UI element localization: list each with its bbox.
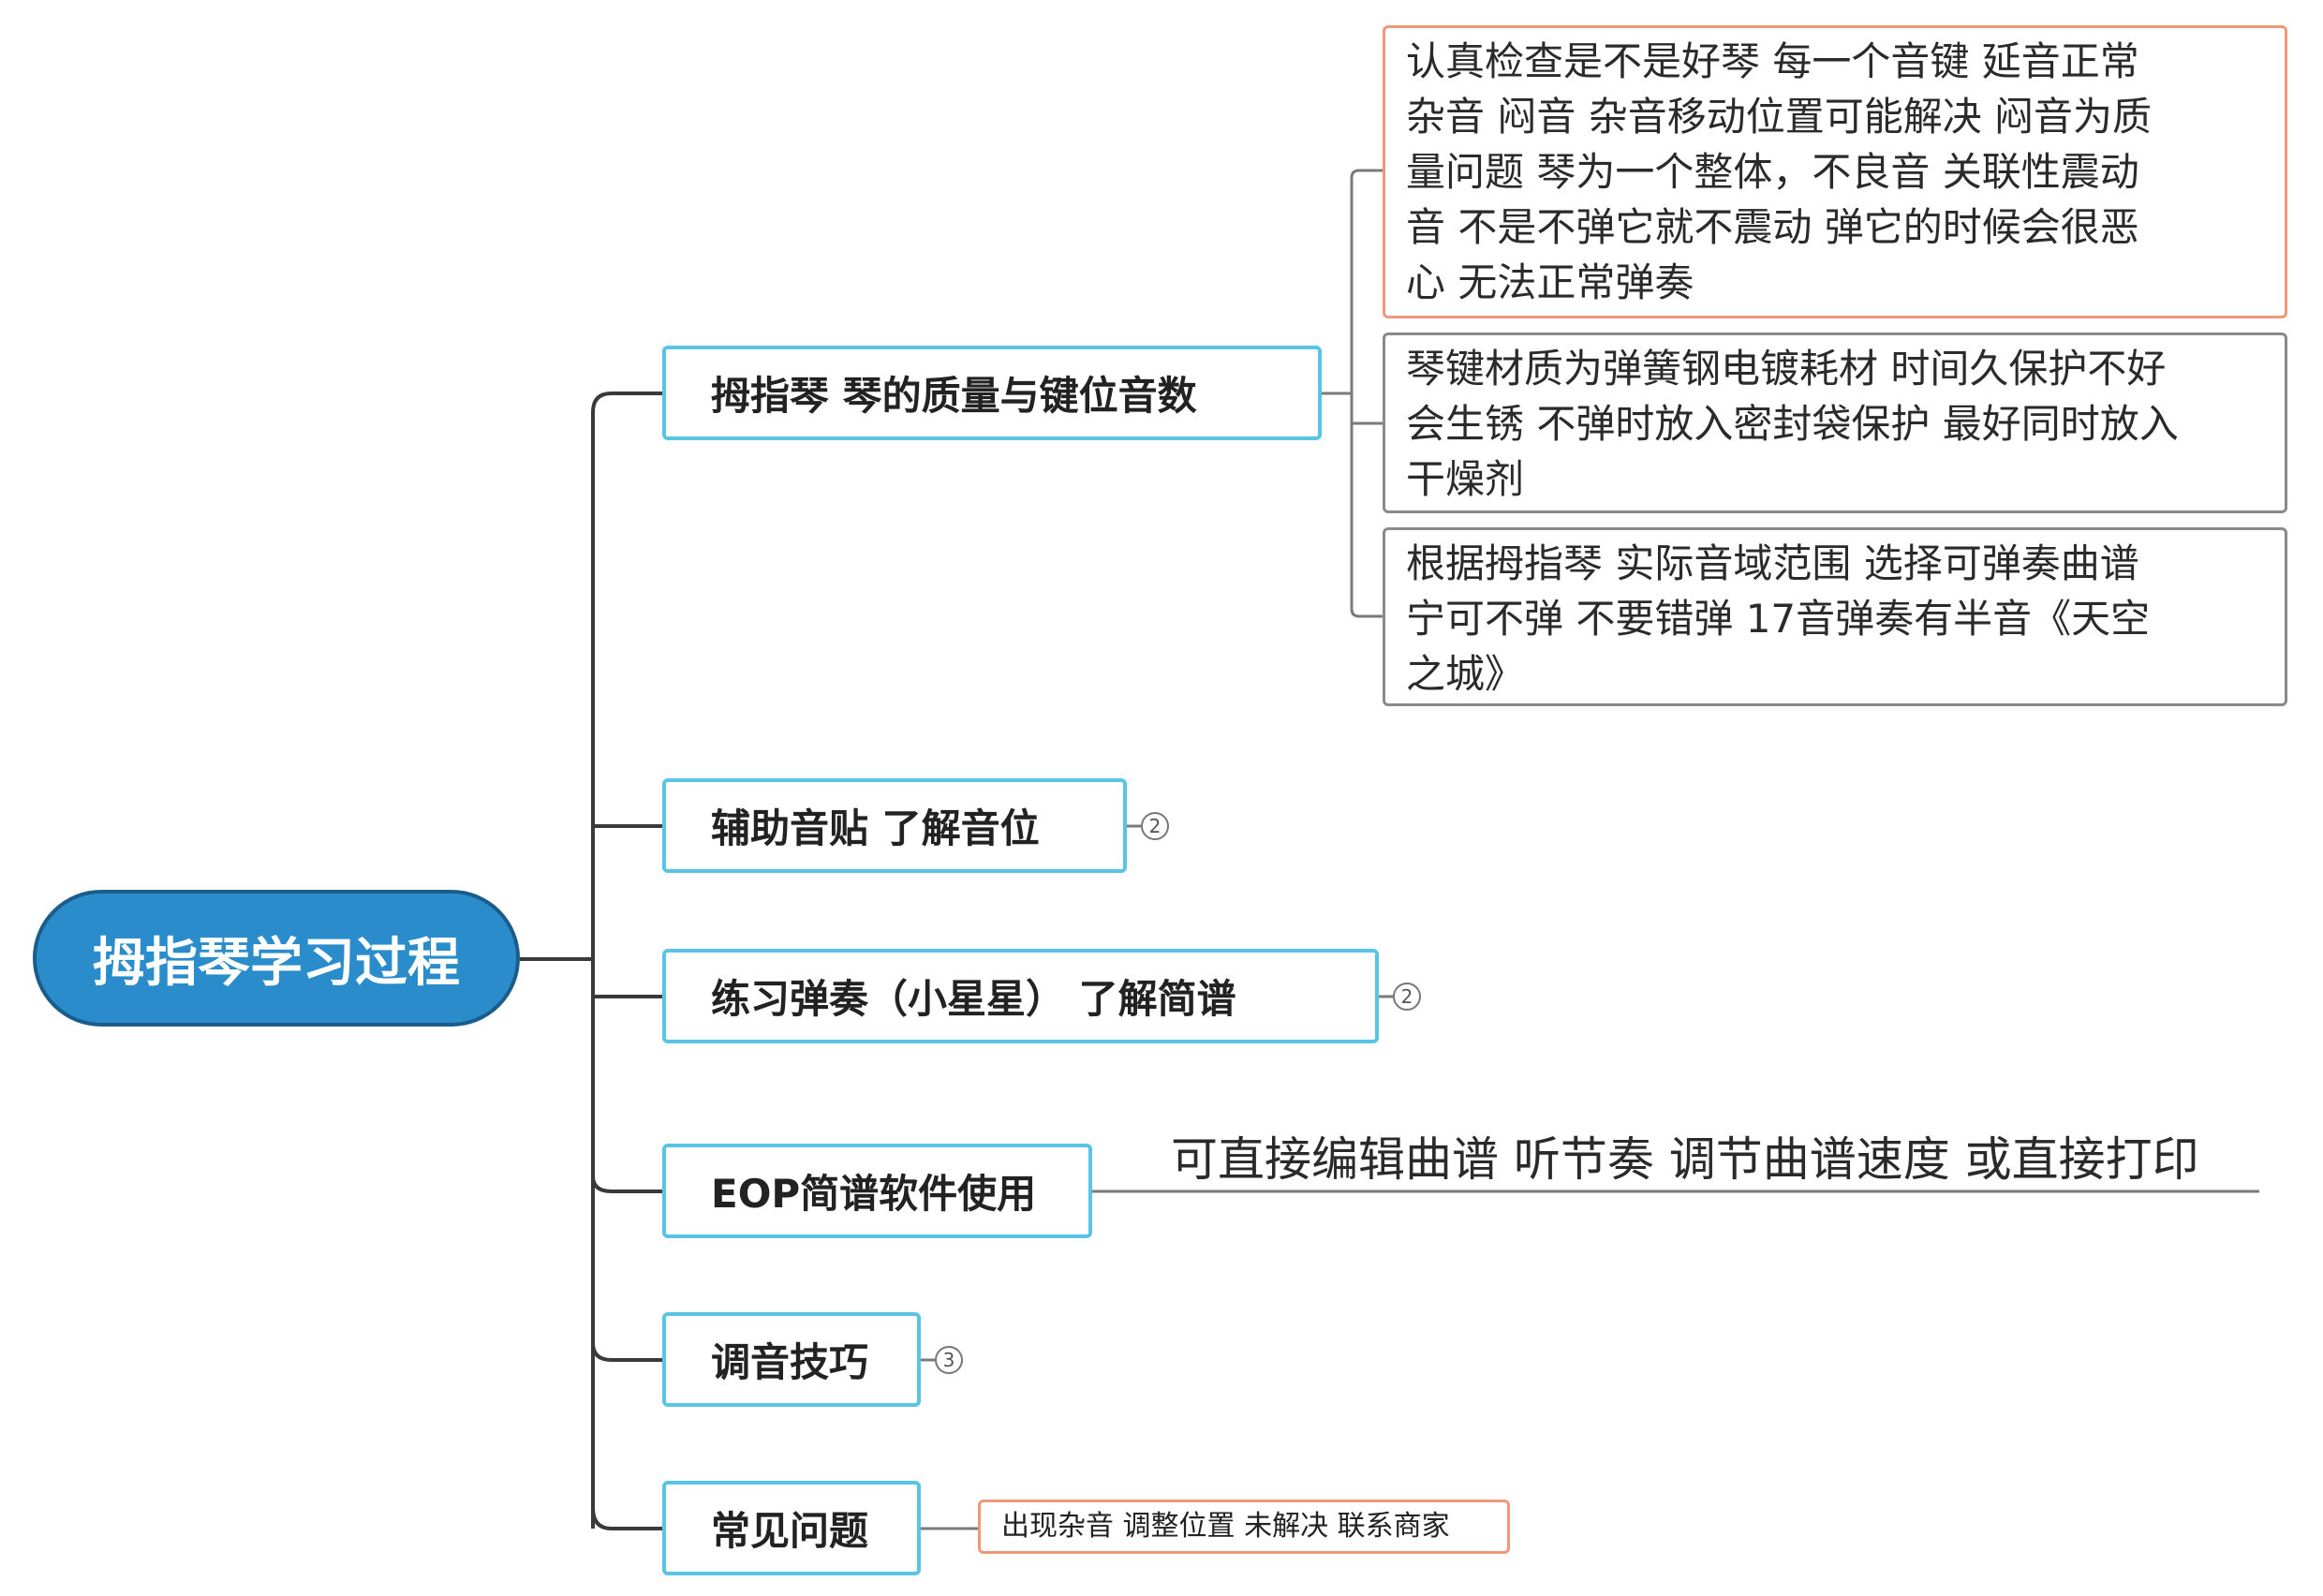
note-quality-check[interactable]: 认真检查是不是好琴 每一个音键 延音正常 杂音 闷音 杂音移动位置可能解决 闷音…: [1383, 25, 2287, 318]
note-line: 认真检查是不是好琴 每一个音键 延音正常: [1406, 38, 2139, 84]
faq-note[interactable]: 出现杂音 调整位置 未解决 联系商家: [978, 1500, 1510, 1554]
branch-practice[interactable]: 练习弹奏（小星星） 了解简谱: [662, 949, 1379, 1043]
branch-eop-software[interactable]: EOP简谱软件使用: [662, 1144, 1092, 1238]
branch-sticker[interactable]: 辅助音贴 了解音位: [662, 778, 1127, 873]
collapsed-count-badge[interactable]: 2: [1393, 983, 1421, 1011]
note-line: 心 无法正常弹奏: [1406, 259, 1694, 305]
root-topic[interactable]: 拇指琴学习过程: [33, 890, 520, 1027]
branch-faq[interactable]: 常见问题: [662, 1481, 921, 1575]
note-line: 之城》: [1406, 651, 1525, 697]
branch-tuning[interactable]: 调音技巧: [662, 1312, 921, 1407]
eop-description[interactable]: 可直接编辑曲谱 听节奏 调节曲谱速度 或直接打印: [1171, 1132, 2199, 1187]
note-key-material[interactable]: 琴键材质为弹簧钢电镀耗材 时间久保护不好 会生锈 不弹时放入密封袋保护 最好同时…: [1383, 332, 2287, 513]
note-line: 琴键材质为弹簧钢电镀耗材 时间久保护不好: [1406, 346, 2167, 392]
note-line: 根据拇指琴 实际音域范围 选择可弹奏曲谱: [1406, 540, 2139, 586]
branch-quality[interactable]: 拇指琴 琴的质量与键位音数: [662, 346, 1322, 440]
collapsed-count-badge[interactable]: 3: [935, 1346, 963, 1374]
collapsed-count-badge[interactable]: 2: [1141, 812, 1169, 840]
note-line: 音 不是不弹它就不震动 弹它的时候会很恶: [1406, 204, 2139, 250]
note-line: 量问题 琴为一个整体，不良音 关联性震动: [1406, 149, 2139, 195]
note-line: 干燥剂: [1406, 456, 1525, 502]
note-range-selection[interactable]: 根据拇指琴 实际音域范围 选择可弹奏曲谱 宁可不弹 不要错弹 17音弹奏有半音《…: [1383, 527, 2287, 706]
note-line: 宁可不弹 不要错弹 17音弹奏有半音《天空: [1406, 596, 2151, 642]
note-line: 会生锈 不弹时放入密封袋保护 最好同时放入: [1406, 401, 2179, 447]
note-line: 杂音 闷音 杂音移动位置可能解决 闷音为质: [1406, 94, 2153, 140]
